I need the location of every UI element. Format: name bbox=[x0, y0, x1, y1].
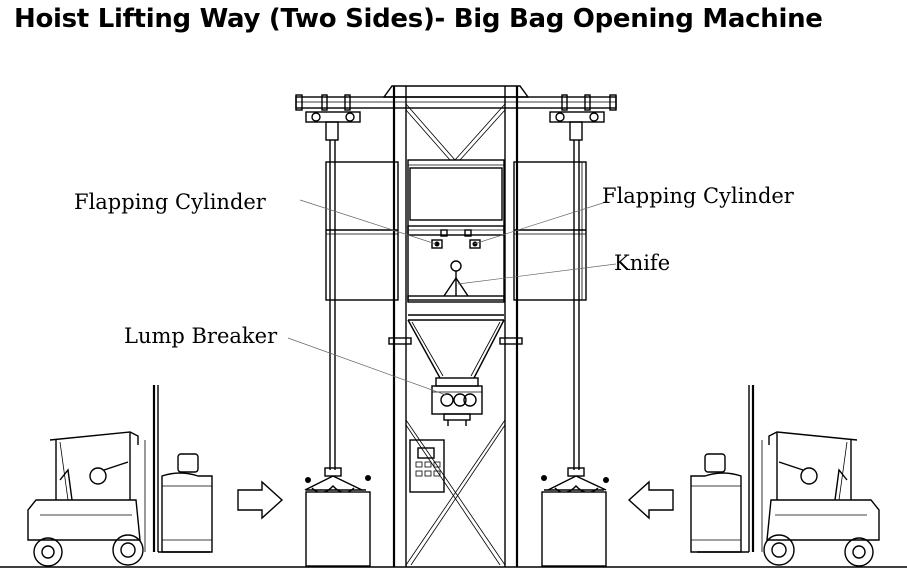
left-forklift bbox=[27, 385, 210, 567]
right-bulk-bag bbox=[541, 491, 607, 567]
left-side-panel bbox=[325, 161, 399, 301]
left-bulk-bag bbox=[305, 491, 371, 567]
leader-line-flapping-right bbox=[473, 201, 607, 245]
label-flapping-cylinder-left: Flapping Cylinder bbox=[74, 190, 267, 214]
leader-line-flapping-left bbox=[299, 199, 437, 245]
left-hoist bbox=[305, 111, 361, 470]
right-side-panel bbox=[513, 161, 587, 301]
label-flapping-cylinder-right: Flapping Cylinder bbox=[602, 184, 795, 208]
right-hoist bbox=[549, 111, 605, 470]
top-crane-beam bbox=[295, 85, 617, 111]
right-arrow-icon bbox=[237, 480, 284, 520]
right-forklift-bag bbox=[690, 453, 742, 553]
leader-line-lump-breaker bbox=[287, 337, 447, 396]
flapping-cylinder-right bbox=[440, 229, 481, 249]
right-forklift bbox=[697, 385, 880, 567]
leader-line-knife bbox=[457, 263, 617, 285]
knife bbox=[443, 260, 469, 297]
lump-breaker bbox=[431, 377, 483, 426]
label-lump-breaker: Lump Breaker bbox=[124, 324, 278, 348]
label-knife: Knife bbox=[614, 251, 670, 275]
left-forklift-bag bbox=[161, 453, 213, 553]
right-bag-lifting-frame bbox=[541, 467, 609, 494]
flapping-cylinder-left bbox=[431, 229, 472, 249]
central-tower-frame bbox=[388, 86, 523, 567]
left-bag-lifting-frame bbox=[304, 467, 371, 494]
left-arrow-icon bbox=[627, 480, 674, 520]
discharge-hopper bbox=[407, 314, 505, 379]
control-cabinet bbox=[409, 439, 445, 493]
page-title: Hoist Lifting Way (Two Sides)- Big Bag O… bbox=[14, 4, 823, 34]
